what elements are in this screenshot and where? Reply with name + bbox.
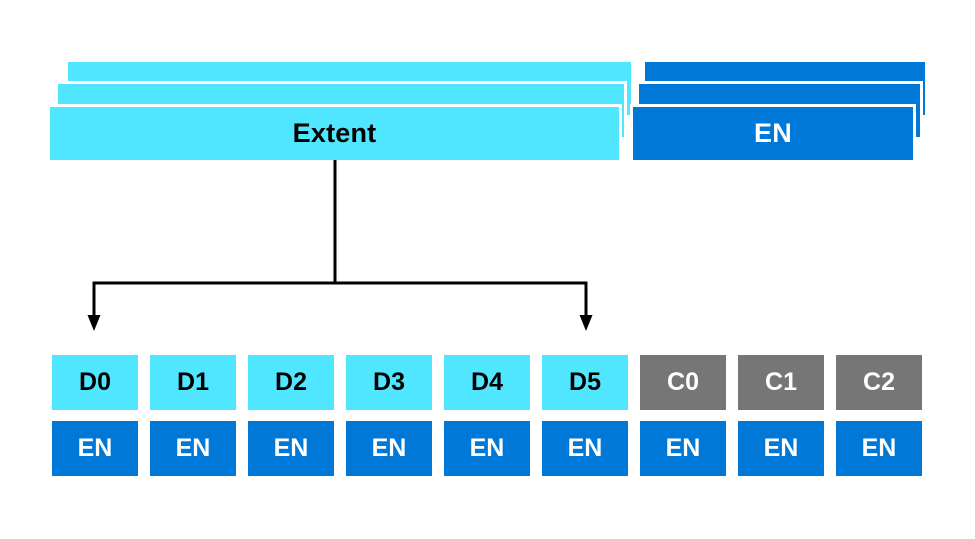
en-layer-front: EN: [630, 104, 916, 163]
column-d1: D1 EN: [150, 355, 236, 476]
column-d2: D2 EN: [248, 355, 334, 476]
disk-grid: D0 EN D1 EN D2 EN D3 EN D4 EN D5 EN C0 E…: [52, 355, 922, 476]
column-d5: D5 EN: [542, 355, 628, 476]
column-c0: C0 EN: [640, 355, 726, 476]
cache-box: C0: [640, 355, 726, 410]
cache-box: C1: [738, 355, 824, 410]
column-d3: D3 EN: [346, 355, 432, 476]
en-box: EN: [444, 421, 530, 476]
disk-box: D1: [150, 355, 236, 410]
cache-box: C2: [836, 355, 922, 410]
en-box: EN: [52, 421, 138, 476]
en-box: EN: [640, 421, 726, 476]
en-box: EN: [346, 421, 432, 476]
disk-box: D5: [542, 355, 628, 410]
extent-label: Extent: [292, 118, 377, 148]
disk-box: D3: [346, 355, 432, 410]
en-box: EN: [836, 421, 922, 476]
disk-box: D0: [52, 355, 138, 410]
en-box: EN: [150, 421, 236, 476]
extent-layer-front: Extent: [47, 104, 622, 163]
column-d0: D0 EN: [52, 355, 138, 476]
en-box: EN: [542, 421, 628, 476]
en-stack-label: EN: [754, 118, 792, 148]
column-d4: D4 EN: [444, 355, 530, 476]
arrow-down-icon: [579, 315, 593, 331]
column-c1: C1 EN: [738, 355, 824, 476]
arrow-down-icon: [87, 315, 101, 331]
disk-box: D4: [444, 355, 530, 410]
en-box: EN: [248, 421, 334, 476]
disk-box: D2: [248, 355, 334, 410]
en-box: EN: [738, 421, 824, 476]
column-c2: C2 EN: [836, 355, 922, 476]
